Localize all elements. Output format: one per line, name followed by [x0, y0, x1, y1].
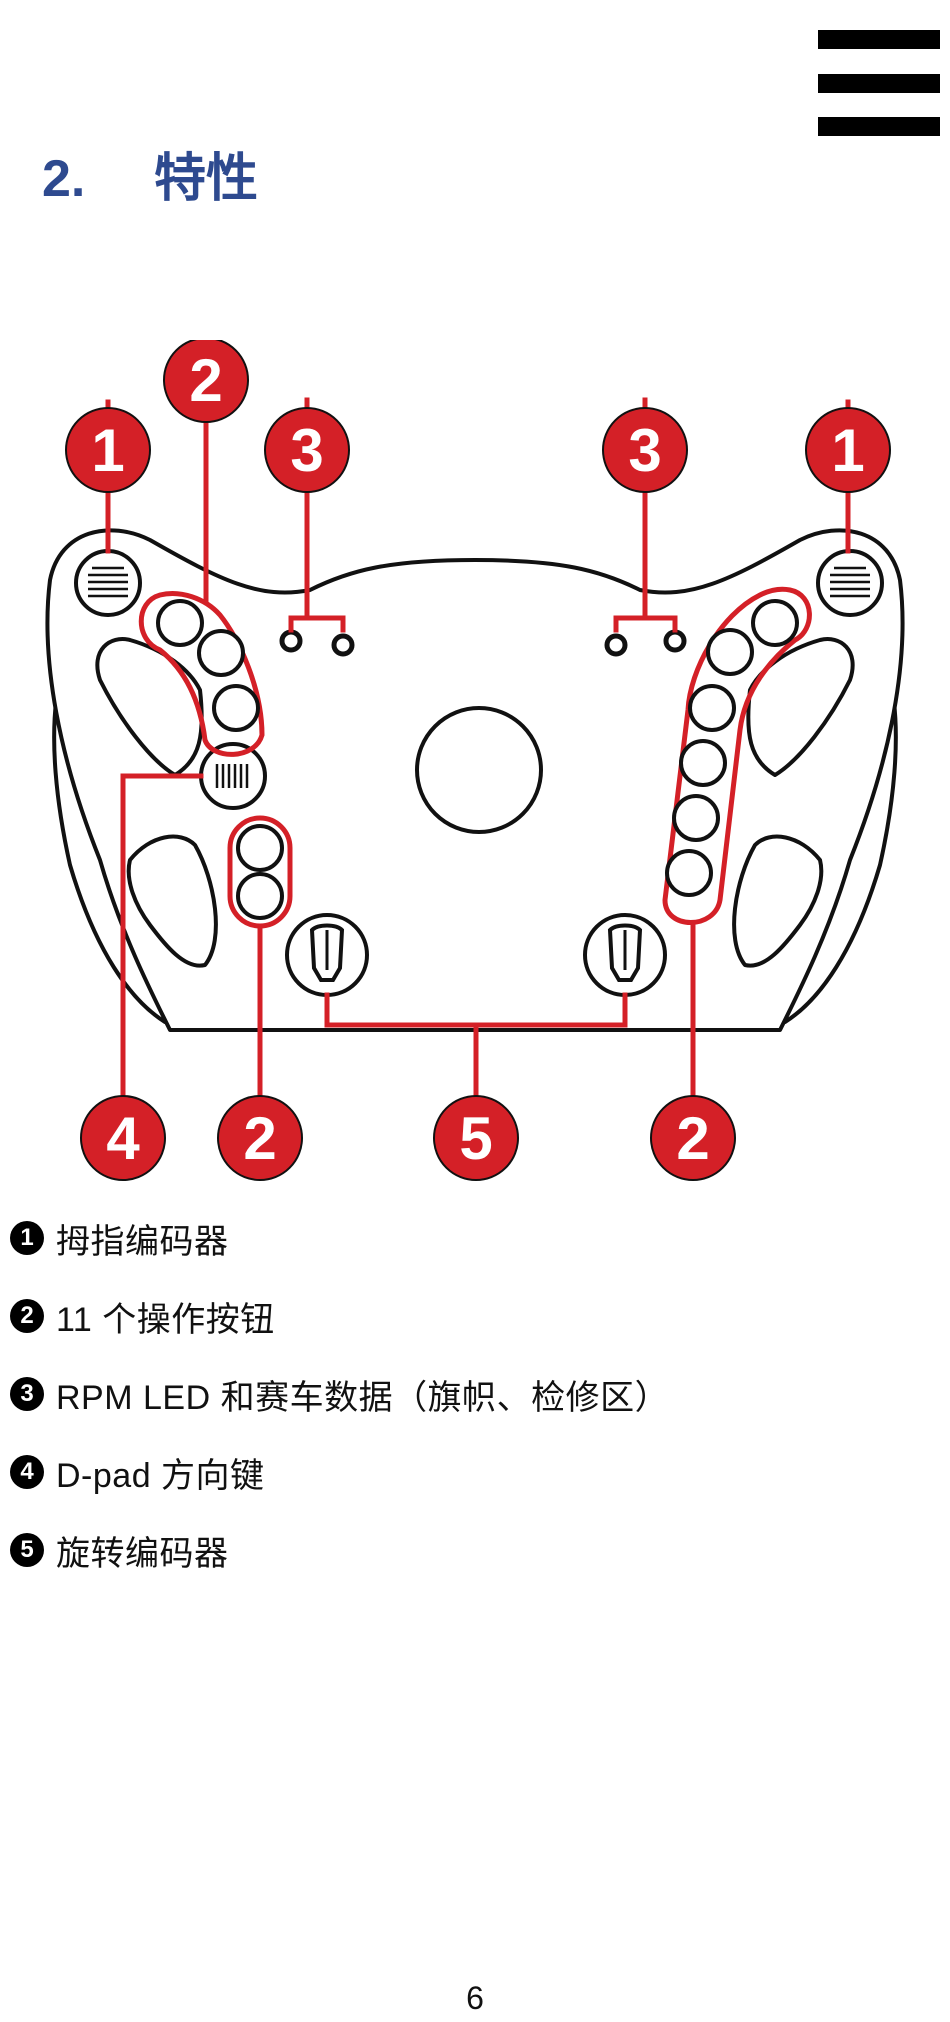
- section-heading: 2. 特性: [42, 153, 258, 205]
- callout-badges: 1 2 3 3 1 4 2 5: [65, 340, 891, 1181]
- section-number: 2.: [42, 150, 86, 208]
- menu-icon[interactable]: [818, 30, 940, 136]
- menu-bar-middle: [818, 73, 940, 93]
- legend-number-badge: 1: [10, 1221, 44, 1255]
- led-left-1: [279, 629, 303, 653]
- button-r1: [751, 599, 799, 647]
- left-lower-paddle: [126, 834, 218, 968]
- button-r2: [706, 628, 754, 676]
- legend-item-3: 3 RPM LED 和赛车数据（旗帜、检修区）: [10, 1374, 930, 1417]
- svg-text:3: 3: [628, 417, 661, 484]
- legend-text: 11 个操作按钮: [56, 1300, 275, 1339]
- button-l3: [212, 684, 260, 732]
- callout-2-bottom-right: 2: [650, 1095, 736, 1181]
- rotary-encoder-left: [285, 913, 369, 997]
- legend-number-badge: 5: [10, 1533, 44, 1567]
- svg-text:2: 2: [243, 1105, 276, 1172]
- legend-text: 拇指编码器: [56, 1222, 229, 1261]
- svg-text:1: 1: [91, 417, 124, 484]
- legend-number-badge: 4: [10, 1455, 44, 1489]
- button-l4: [236, 824, 284, 872]
- button-r4: [679, 739, 727, 787]
- callout-3-right: 3: [602, 407, 688, 493]
- right-button-group-outline: [662, 586, 812, 925]
- feature-legend: 1 拇指编码器 2 11 个操作按钮 3 RPM LED 和赛车数据（旗帜、检修…: [10, 1218, 930, 1608]
- svg-text:2: 2: [189, 347, 222, 414]
- svg-text:4: 4: [106, 1105, 140, 1172]
- callout-1-right: 1: [805, 407, 891, 493]
- button-r6: [665, 849, 713, 897]
- button-r5: [672, 794, 720, 842]
- page-number: 6: [466, 1980, 484, 2016]
- legend-item-4: 4 D-pad 方向键: [10, 1452, 930, 1495]
- led-left-2: [331, 633, 355, 657]
- svg-text:3: 3: [290, 417, 323, 484]
- left-upper-button-group-outline: [138, 591, 265, 757]
- led-right-2: [663, 629, 687, 653]
- button-l1: [156, 599, 204, 647]
- svg-text:1: 1: [831, 417, 864, 484]
- steering-wheel-diagram: 1 2 3 3 1 4 2 5: [45, 340, 905, 1181]
- right-lower-paddle: [732, 834, 824, 968]
- button-r3: [688, 684, 736, 732]
- menu-bar-top: [818, 30, 940, 49]
- center-button: [415, 706, 543, 834]
- menu-bar-bottom: [818, 117, 940, 136]
- callout-3-left: 3: [264, 407, 350, 493]
- rotary-encoder-right: [583, 913, 667, 997]
- legend-number-badge: 2: [10, 1299, 44, 1333]
- svg-text:2: 2: [676, 1105, 709, 1172]
- button-l2: [197, 629, 245, 677]
- legend-item-2: 2 11 个操作按钮: [10, 1296, 930, 1339]
- svg-text:5: 5: [459, 1105, 492, 1172]
- callout-2-bottom-left: 2: [217, 1095, 303, 1181]
- section-title: 特性: [154, 150, 259, 208]
- legend-text: D-pad 方向键: [56, 1456, 265, 1495]
- callout-2-top: 2: [163, 340, 249, 423]
- callout-1-left: 1: [65, 407, 151, 493]
- legend-item-1: 1 拇指编码器: [10, 1218, 930, 1261]
- legend-text: RPM LED 和赛车数据（旗帜、检修区）: [56, 1378, 670, 1417]
- callout-5: 5: [433, 1095, 519, 1181]
- thumb-encoders: [74, 549, 884, 617]
- led-right-1: [604, 633, 628, 657]
- callout-4: 4: [80, 1095, 166, 1181]
- legend-number-badge: 3: [10, 1377, 44, 1411]
- left-upper-paddle: [95, 637, 204, 777]
- button-l5: [236, 872, 284, 920]
- legend-text: 旋转编码器: [56, 1534, 229, 1573]
- legend-item-5: 5 旋转编码器: [10, 1530, 930, 1573]
